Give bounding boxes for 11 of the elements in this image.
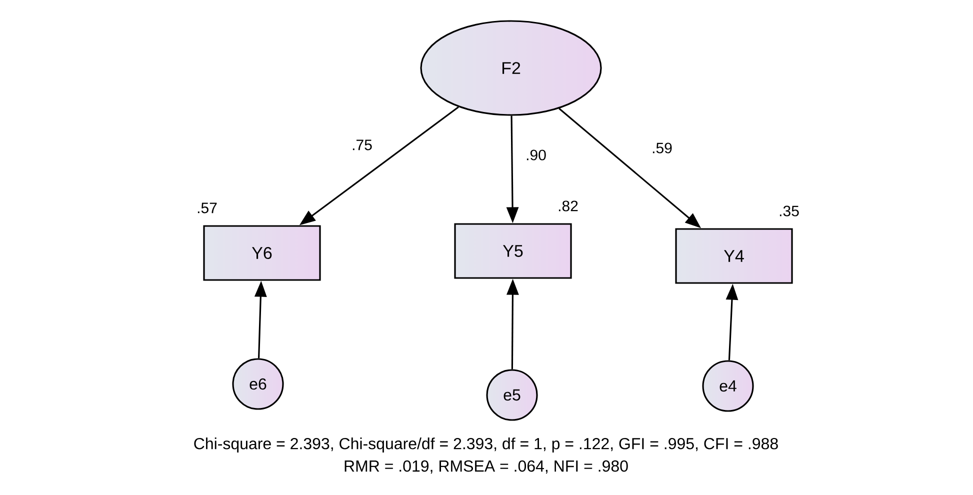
fit-statistics: RMR = .019, RMSEA = .064, NFI = .980 [344, 460, 628, 474]
beside-label: .57 [198, 202, 217, 214]
edge-label: .90 [524, 148, 548, 162]
edge-label: .75 [350, 138, 374, 152]
beside-label: .35 [780, 206, 799, 216]
beside-label: .82 [558, 200, 578, 212]
edge-label: .59 [650, 142, 674, 154]
observed-box: Y6 [203, 225, 321, 281]
observed-box: Y5 [454, 223, 572, 279]
fit-statistics: Chi-square = 2.393, Chi-square/df = 2.393, df = 1, p = .122, GFI = .995, CFI = .988 [194, 438, 778, 452]
observed-box: Y4 [675, 228, 793, 284]
